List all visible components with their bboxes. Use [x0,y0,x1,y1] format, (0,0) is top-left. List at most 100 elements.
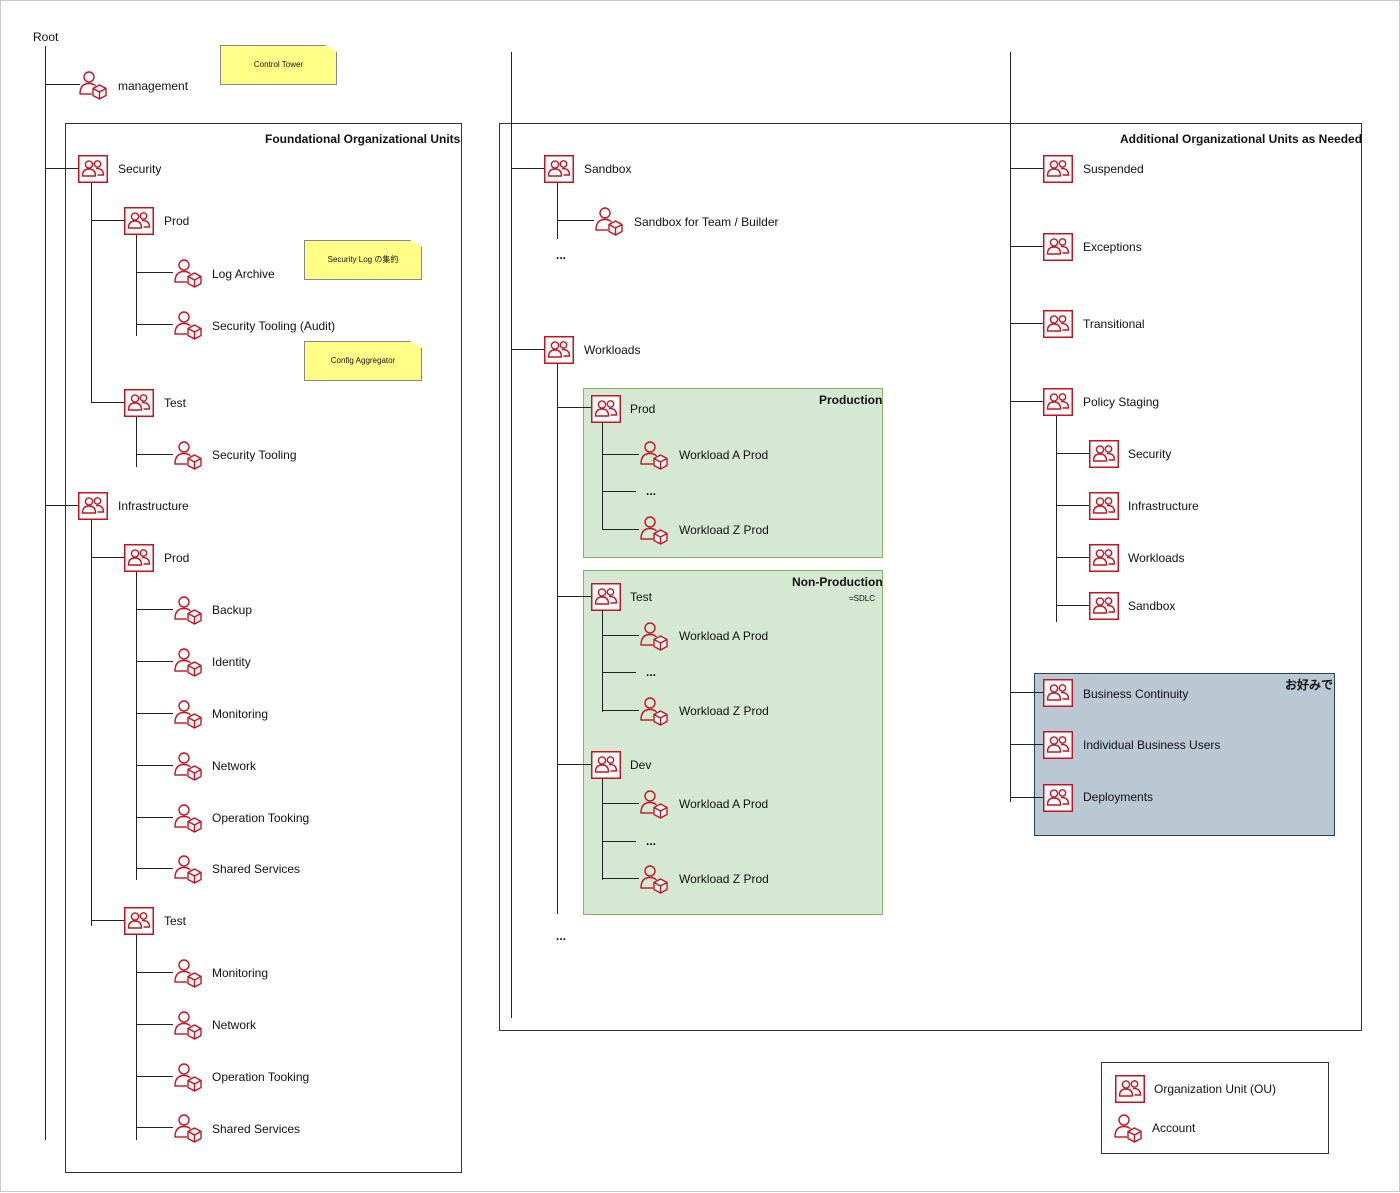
ou-policy-sandbox: Sandbox [1128,599,1176,613]
connector [46,84,80,85]
ou-security: Security [118,162,162,176]
connector [137,454,173,455]
ellipsis: ... [646,834,657,848]
legend-account-label: Account [1152,1121,1196,1135]
ou-icon [124,389,154,417]
account-log-archive: Log Archive [212,267,275,281]
non-production-region [583,570,883,915]
connector [92,220,124,221]
connector [603,491,636,492]
account-security-tooling: Security Tooling [212,448,297,462]
account-icon [1113,1113,1143,1143]
connector [1011,401,1043,402]
ou-icon [591,751,621,779]
connector [558,764,591,765]
account-icon [173,647,203,677]
security-line [91,183,92,403]
ou-policy-workloads: Workloads [1128,551,1185,565]
connector [1011,323,1043,324]
account-icon [639,789,669,819]
account-workload-a: Workload A Prod [679,797,769,811]
account-icon [639,515,669,545]
account-management: management [118,79,189,93]
ou-security-test: Test [164,396,187,410]
ou-icon [591,395,621,423]
ou-icon [1043,679,1073,707]
connector [603,635,639,636]
ou-icon [124,544,154,572]
ou-individual-business-users: Individual Business Users [1083,738,1221,752]
ellipsis: ... [646,484,657,498]
account-icon [173,699,203,729]
account-icon [639,696,669,726]
ou-icon [544,155,574,183]
account-workload-z: Workload Z Prod [679,523,769,537]
connector [558,407,591,408]
connector [1057,557,1089,558]
account-icon [78,70,108,100]
production-title: Production [819,393,883,407]
connector [1011,744,1043,745]
ellipsis: ... [646,665,657,679]
ou-transitional: Transitional [1083,317,1145,331]
connector [603,529,639,530]
account-operation-tooking: Operation Tooking [212,1070,310,1084]
account-backup: Backup [212,603,253,617]
connector [512,349,544,350]
account-icon [173,1113,203,1143]
ou-icon [544,336,574,364]
connector [1057,505,1089,506]
ou-icon [1043,155,1073,183]
ou-icon [1089,544,1119,572]
middle-root-line [511,52,512,1018]
ou-workloads-test: Test [630,590,653,604]
ou-infra-test: Test [164,914,187,928]
connector [1057,605,1089,606]
ou-icon [124,207,154,235]
note-security-log: Security Log の集約 [304,240,422,280]
connector [512,168,544,169]
account-shared-services: Shared Services [212,1122,301,1136]
infrastructure-line [91,520,92,926]
connector [603,878,639,879]
optional-region [1034,673,1335,836]
account-network: Network [212,759,257,773]
account-icon [173,310,203,340]
connector [558,220,594,221]
ou-infra-prod: Prod [164,551,190,565]
connector [92,920,124,921]
account-workload-z: Workload Z Prod [679,704,769,718]
connector [137,868,173,869]
ou-exceptions: Exceptions [1083,240,1142,254]
account-workload-a: Workload A Prod [679,448,769,462]
ou-icon [1115,1075,1145,1103]
ou-sandbox: Sandbox [584,162,632,176]
connector [92,402,124,403]
account-operation-tooking: Operation Tooking [212,811,310,825]
ou-icon [78,492,108,520]
connector [137,713,173,714]
policy-staging-line [1056,416,1057,622]
account-workload-a: Workload A Prod [679,629,769,643]
account-icon [173,1062,203,1092]
additional-ou-group [499,123,1362,1031]
sandbox-line [557,183,558,239]
ou-suspended: Suspended [1083,162,1144,176]
account-monitoring: Monitoring [212,966,269,980]
connector [137,609,173,610]
ou-icon [1043,731,1073,759]
security-prod-line [136,235,137,336]
dev-line [602,778,603,880]
legend [1101,1062,1329,1154]
connector [558,596,591,597]
connector [1011,246,1043,247]
connector [137,972,173,973]
connector [137,765,173,766]
account-network: Network [212,1018,257,1032]
additional-title: Additional Organizational Units as Neede… [1120,132,1363,146]
account-icon [173,958,203,988]
connector [137,1076,173,1077]
account-icon [639,440,669,470]
ou-policy-security: Security [1128,447,1172,461]
connector [137,661,173,662]
